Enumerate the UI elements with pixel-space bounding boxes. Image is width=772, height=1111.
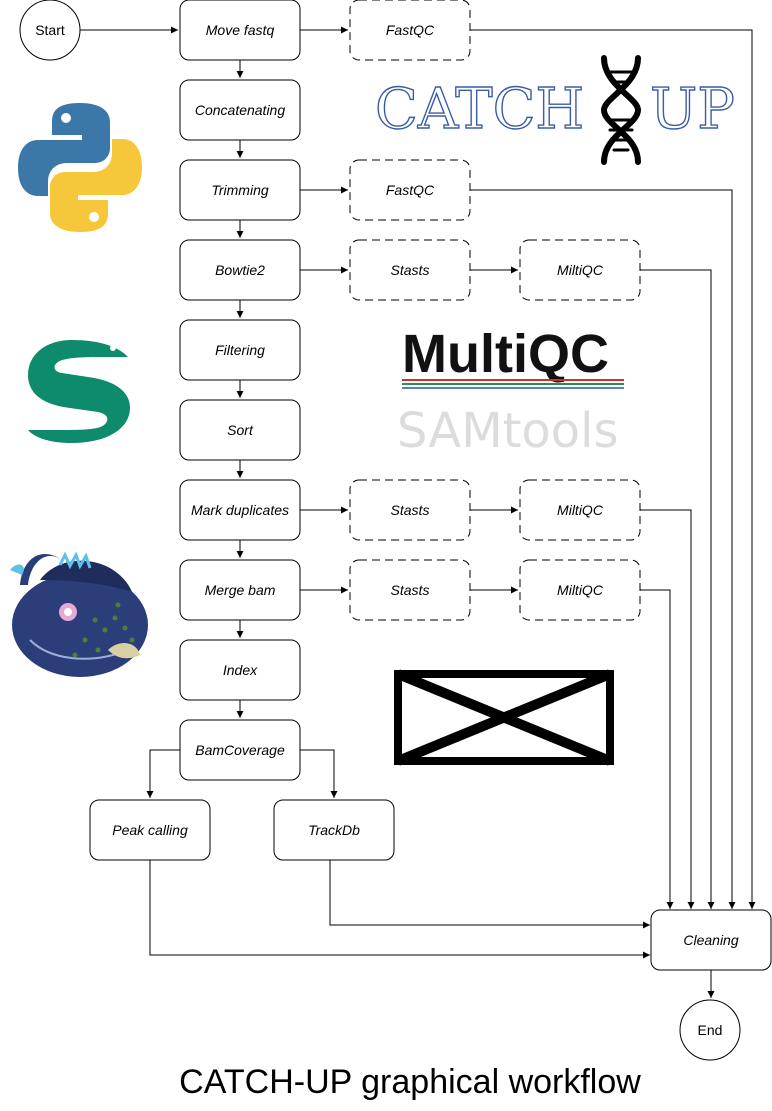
qc-multiqc-3: MiltiQC: [519, 559, 641, 621]
anglerfish-logo-icon: [10, 551, 148, 677]
step-label: Sort: [227, 422, 254, 438]
qc-label: MiltiQC: [557, 262, 604, 278]
step-label: Merge bam: [205, 582, 276, 598]
step-label: Peak calling: [112, 822, 188, 838]
step-label: Filtering: [215, 342, 265, 358]
edge-trackdb-cleaning: [329, 860, 650, 929]
step-label: BamCoverage: [195, 742, 285, 758]
samtools-logo: SAMtools: [397, 403, 619, 459]
edges: [80, 26, 756, 998]
step-label: Move fastq: [206, 22, 275, 38]
step-filtering: Filtering: [179, 319, 301, 381]
start-label: Start: [35, 22, 65, 38]
qc-label: Stasts: [391, 582, 430, 598]
step-trackdb: TrackDb: [273, 799, 395, 861]
qc-stats-3: Stasts: [349, 559, 471, 621]
dna-helix-icon: [600, 55, 642, 165]
qc-label: Stasts: [391, 262, 430, 278]
step-label: Trimming: [211, 182, 269, 198]
step-cleaning: Cleaning: [650, 909, 772, 971]
step-label: Bowtie2: [215, 262, 265, 278]
edge-fastqc1-cleaning: [470, 29, 756, 909]
snakemake-logo-icon: [28, 340, 130, 443]
python-logo-icon: [18, 103, 142, 232]
qc-label: MiltiQC: [557, 582, 604, 598]
step-mark-duplicates: Mark duplicates: [179, 479, 301, 541]
step-index: Index: [179, 639, 301, 701]
edge-fastqc2-cleaning: [470, 189, 736, 909]
end-label: End: [698, 1022, 723, 1038]
qc-multiqc-2: MiltiQC: [519, 479, 641, 541]
qc-multiqc-1: MiltiQC: [519, 239, 641, 301]
step-sort: Sort: [179, 399, 301, 461]
step-label: Concatenating: [195, 102, 286, 118]
step-merge-bam: Merge bam: [179, 559, 301, 621]
step-label: TrackDb: [308, 822, 360, 838]
edge-peak-cleaning: [149, 860, 650, 959]
qc-stats-2: Stasts: [349, 479, 471, 541]
multiqc-logo-text: MultiQC: [402, 324, 609, 384]
step-label: Cleaning: [683, 932, 738, 948]
edge-bamcov-peak: [146, 749, 180, 798]
step-bowtie2: Bowtie2: [179, 239, 301, 301]
step-move-fastq: Move fastq: [179, 0, 301, 61]
catchup-logo-right: UP: [650, 77, 735, 142]
step-label: Mark duplicates: [191, 502, 289, 518]
edge-multiqc1-cleaning: [640, 269, 715, 909]
step-label: Index: [223, 662, 258, 678]
start-node: Start: [19, 0, 81, 61]
qc-label: FastQC: [386, 22, 435, 38]
step-peak-calling: Peak calling: [89, 799, 211, 861]
qc-fastqc-1: FastQC: [349, 0, 471, 61]
workflow-caption: CATCH-UP graphical workflow: [179, 1063, 641, 1101]
qc-stats-1: Stasts: [349, 239, 471, 301]
qc-label: FastQC: [386, 182, 435, 198]
qc-fastqc-2: FastQC: [349, 159, 471, 221]
edge-multiqc3-cleaning: [640, 589, 674, 909]
end-node: End: [679, 999, 741, 1061]
missing-image-placeholder-icon: [394, 669, 614, 766]
catchup-logo-left: CATCH: [375, 77, 584, 142]
multiqc-logo: MultiQC: [402, 324, 624, 389]
edge-multiqc2-cleaning: [640, 509, 695, 909]
qc-label: MiltiQC: [557, 502, 604, 518]
step-trimming: Trimming: [179, 159, 301, 221]
step-bamcoverage: BamCoverage: [179, 719, 301, 781]
edge-bamcov-trackdb: [300, 749, 338, 798]
catchup-logo: CATCH UP: [374, 55, 736, 165]
qc-label: Stasts: [391, 502, 430, 518]
step-concatenating: Concatenating: [179, 79, 301, 141]
